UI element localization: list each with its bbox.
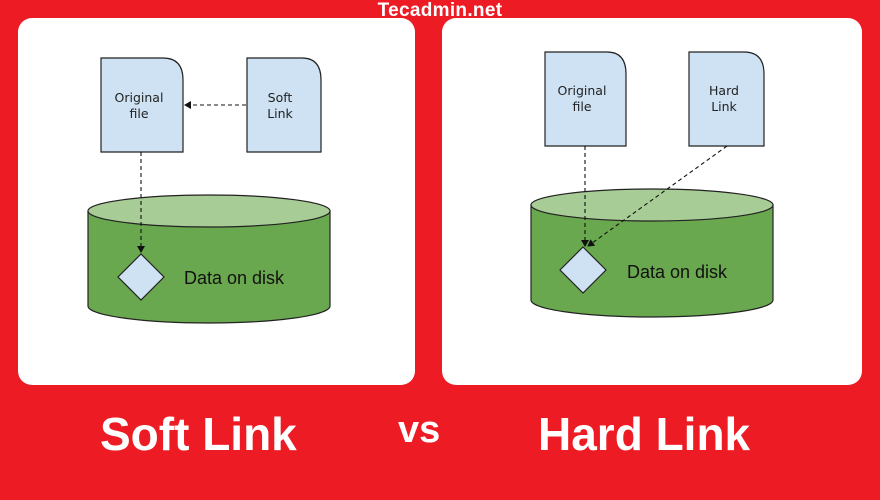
- disk-cylinder: [530, 188, 774, 318]
- original-file-label-line1: Original: [558, 83, 607, 98]
- soft-link-heading: Soft Link: [100, 408, 297, 460]
- data-block-diamond: [117, 253, 165, 301]
- disk-label: Data on disk: [184, 268, 285, 288]
- site-title: Tecadmin.net: [377, 0, 503, 21]
- disk-label: Data on disk: [627, 262, 728, 282]
- hard-link-panel: Original file Hard Link Data on disk: [442, 18, 862, 385]
- original-file-label-line2: file: [129, 106, 148, 121]
- hard-link-diagram: Original file Hard Link Data on disk: [530, 51, 774, 318]
- hard-link-to-data-arrow: [587, 145, 728, 247]
- hard-link-heading: Hard Link: [538, 408, 751, 460]
- soft-link-panel: Original file Soft Link Data on disk: [18, 18, 415, 385]
- data-block-diamond: [559, 246, 607, 294]
- original-file-node: Original file: [544, 51, 627, 147]
- original-file-label-line1: Original: [115, 90, 164, 105]
- soft-link-diagram: Original file Soft Link Data on disk: [87, 57, 331, 324]
- soft-link-node: Soft Link: [246, 57, 322, 153]
- hard-link-node: Hard Link: [688, 51, 765, 147]
- hard-link-label-line2: Link: [711, 99, 737, 114]
- hard-link-label-line1: Hard: [709, 83, 739, 98]
- original-file-label-line2: file: [572, 99, 591, 114]
- original-file-node: Original file: [100, 57, 184, 153]
- soft-link-label-line1: Soft: [268, 90, 293, 105]
- vs-heading: vs: [398, 409, 441, 451]
- soft-link-label-line2: Link: [267, 106, 293, 121]
- disk-cylinder: [87, 194, 331, 324]
